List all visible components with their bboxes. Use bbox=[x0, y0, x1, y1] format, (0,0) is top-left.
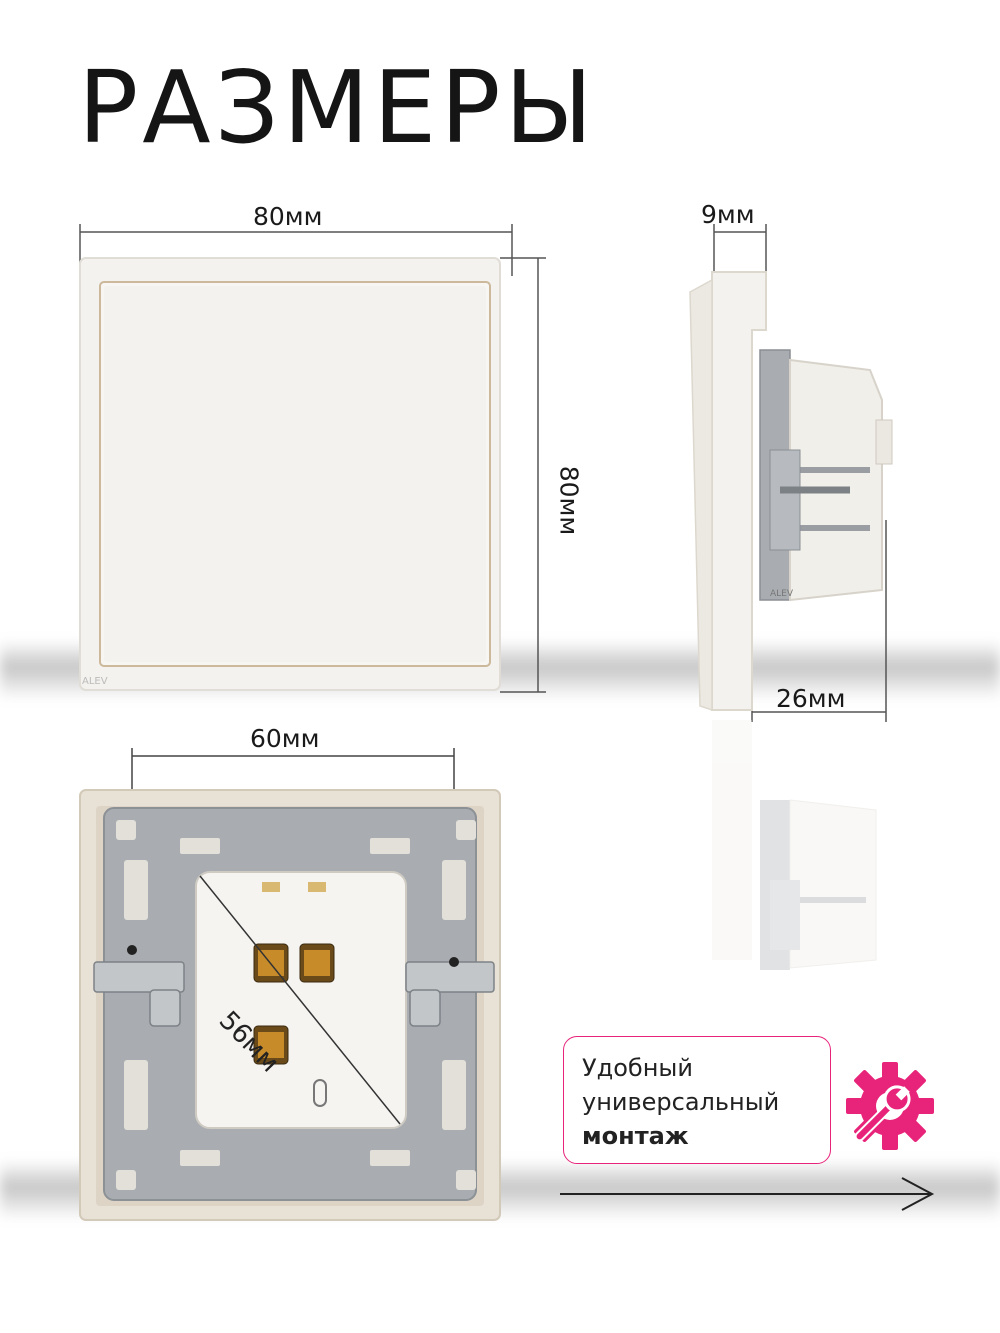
front-width-label: 80мм bbox=[253, 202, 323, 231]
side-thickness-label: 9мм bbox=[701, 200, 755, 229]
back-width-label: 60мм bbox=[250, 724, 320, 753]
front-plate: ALEV bbox=[79, 257, 501, 691]
gear-wrench-icon bbox=[846, 1062, 934, 1150]
back-view bbox=[79, 789, 501, 1221]
side-view-reflection bbox=[712, 720, 877, 970]
svg-text:ALEV: ALEV bbox=[770, 589, 794, 599]
side-depth-label: 26мм bbox=[776, 684, 846, 713]
feature-card: Удобный универсальный монтаж bbox=[563, 1036, 831, 1164]
feature-line-1: Удобный bbox=[582, 1054, 693, 1082]
feature-line-3: монтаж bbox=[582, 1122, 689, 1150]
side-view: ALEV bbox=[689, 271, 893, 712]
svg-text:ALEV: ALEV bbox=[82, 676, 108, 687]
front-dimension-lines bbox=[79, 224, 546, 693]
front-height-label: 80мм bbox=[554, 465, 584, 536]
arrow-right-icon bbox=[560, 1177, 935, 1211]
feature-line-2: универсальный bbox=[582, 1088, 780, 1116]
page-title: РАЗМЕРЫ bbox=[78, 49, 597, 166]
